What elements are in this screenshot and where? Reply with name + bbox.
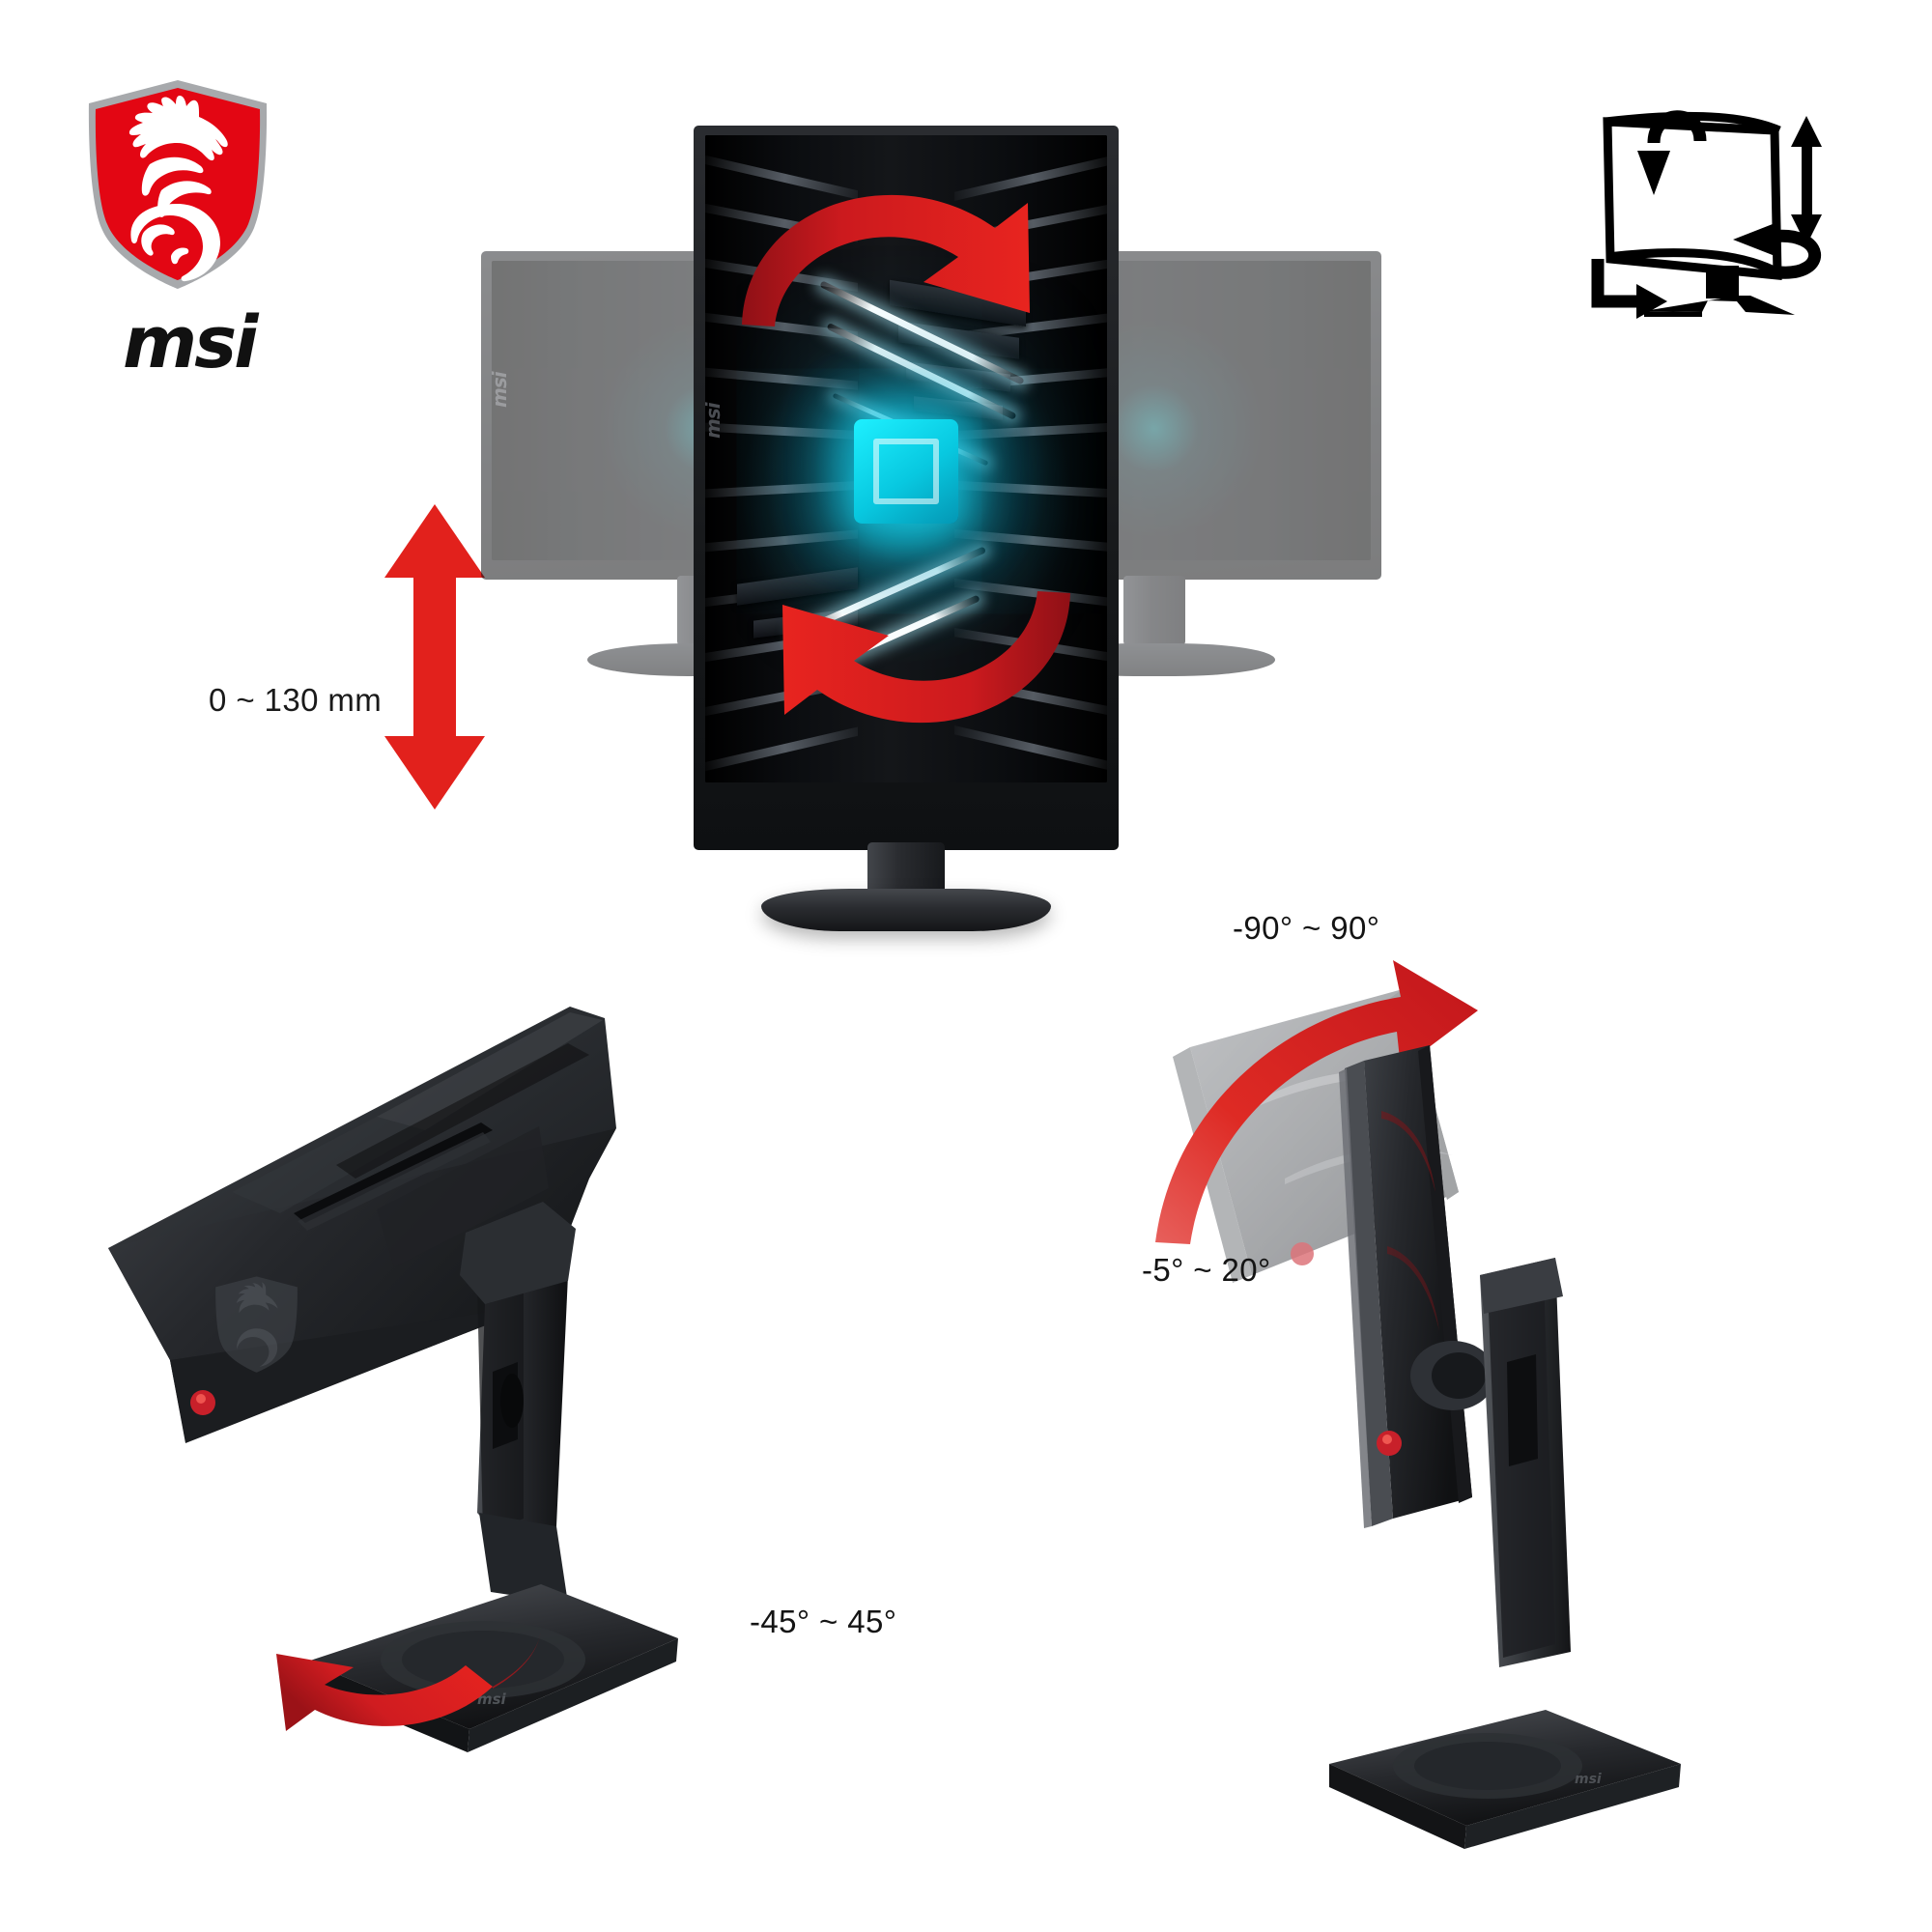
screen-edge-msi-mark: msi [492,371,511,408]
portrait-screen: msi [705,135,1107,782]
pivot-range-label: -90° ~ 90° [1233,910,1380,946]
svg-text:msi: msi [477,1690,507,1708]
double-arrow-vertical-icon [377,502,493,811]
rotation-arrows-icon [742,194,1070,724]
rear-view-monitor: msi [108,1007,678,1752]
swivel-range-label: -45° ~ 45° [750,1604,897,1639]
ghost-neck-right [1123,576,1185,645]
svg-text:msi: msi [1575,1772,1602,1787]
tilt-range-label: -5° ~ 20° [1142,1252,1271,1288]
msi-dragon-shield-icon [82,77,273,292]
side-view-monitor: msi [1155,960,1681,1849]
swivel-demo-group: msi [87,985,763,1855]
tilt-demo-group: msi [1140,956,1816,1884]
portrait-pivot-monitor: msi [694,126,1119,931]
msi-wordmark: msi [123,301,259,384]
height-adjust-label: 0 ~ 130 mm [209,682,383,718]
curved-arrow-left-icon [276,1654,493,1731]
msi-dragon-shield-emboss-icon [215,1276,298,1373]
portrait-base [761,889,1051,931]
msi-logo: msi [82,77,275,386]
screen-wallpaper: msi [705,135,1107,782]
pivot-demo-group: msi [481,126,1391,995]
cyan-chip-icon [854,419,958,525]
curved-arrow-up-right-icon [1155,960,1478,1244]
monitor-ergonomic-adjust-icon [1548,87,1837,348]
